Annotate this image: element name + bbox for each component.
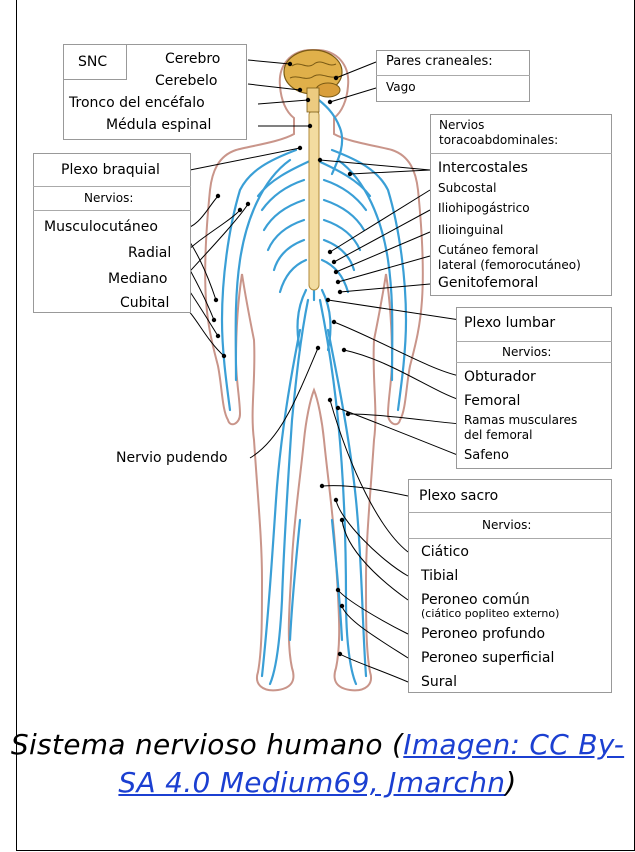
label-ciatico: Ciático [421, 545, 469, 559]
label-pares: Pares craneales: [386, 55, 493, 68]
label-radial: Radial [128, 246, 171, 260]
label-nervios-tora-1: Nervios [439, 119, 484, 131]
label-plexo-braquial: Plexo braquial [61, 163, 160, 177]
label-nervios-braquial: Nervios: [84, 192, 133, 204]
label-peroneo-comun: Peroneo común [421, 593, 530, 607]
label-tronco: Tronco del encéfalo [69, 96, 205, 110]
label-ramas-1: Ramas musculares [464, 414, 577, 426]
label-vago: Vago [386, 81, 416, 93]
label-cerebelo: Cerebelo [155, 74, 217, 88]
lumbar-box [456, 307, 612, 469]
label-nervios-tora-2: toracoabdominales: [439, 134, 558, 146]
spinal-cord [309, 110, 319, 290]
label-nervios-lumbar: Nervios: [502, 346, 551, 358]
label-cerebro: Cerebro [165, 52, 220, 66]
label-medula: Médula espinal [106, 118, 211, 132]
label-iliohipo: Iliohipogástrico [438, 202, 530, 214]
label-safeno: Safeno [464, 449, 509, 462]
label-peroneo-comun-sub: (ciático popliteo externo) [421, 608, 559, 619]
label-mediano: Mediano [108, 272, 168, 286]
cerebellum [316, 83, 340, 97]
label-intercostales: Intercostales [438, 161, 528, 175]
label-subcostal: Subcostal [438, 182, 496, 194]
label-plexo-lumbar: Plexo lumbar [464, 316, 555, 330]
label-cutaneo-2: lateral (femorocutáneo) [438, 259, 581, 271]
caption-text-end: ) [505, 766, 516, 799]
label-peroneo-superficial: Peroneo superficial [421, 651, 554, 665]
label-obturador: Obturador [464, 370, 536, 384]
label-snc: SNC [78, 55, 107, 69]
label-sural: Sural [421, 675, 457, 689]
label-pudendo: Nervio pudendo [116, 451, 228, 465]
label-peroneo-profundo: Peroneo profundo [421, 627, 545, 641]
label-ilioinguinal: Ilioinguinal [438, 224, 503, 236]
label-femoral: Femoral [464, 394, 520, 408]
caption-text: Sistema nervioso humano ( [11, 728, 403, 761]
label-ramas-2: del femoral [464, 429, 532, 441]
label-musculocutaneo: Musculocutáneo [44, 220, 158, 234]
label-nervios-sacro: Nervios: [482, 519, 531, 531]
label-tibial: Tibial [421, 569, 458, 583]
label-genitofemoral: Genitofemoral [438, 276, 538, 290]
label-cutaneo-1: Cutáneo femoral [438, 244, 538, 256]
image-caption: Sistema nervioso humano (Imagen: CC By-S… [0, 726, 635, 802]
label-plexo-sacro: Plexo sacro [419, 489, 498, 503]
label-cubital: Cubital [120, 296, 169, 310]
